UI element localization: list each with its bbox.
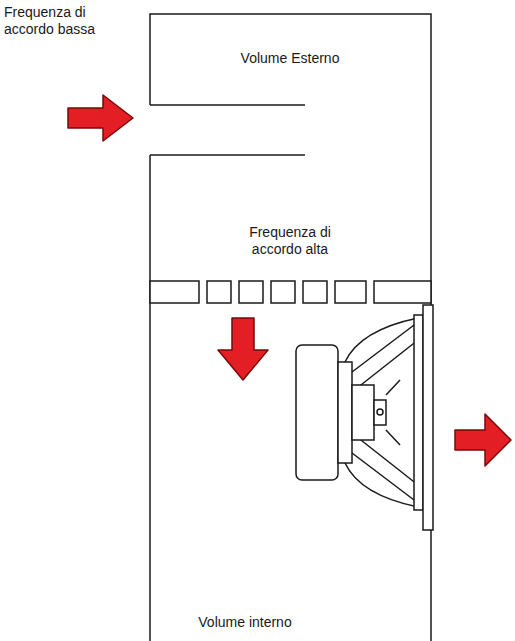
speaker-driver xyxy=(296,305,433,530)
chamber-label: Volume interno xyxy=(155,614,335,631)
flow-arrows xyxy=(68,95,511,466)
enclosure-walls xyxy=(150,14,431,641)
port-tuning-label: Frequenza di accordo bassa xyxy=(4,4,96,38)
perforated-divider xyxy=(150,281,431,303)
divider-tuning-label: Frequenza di accordo alta xyxy=(230,224,350,258)
arrow-divider xyxy=(218,318,268,380)
arrow-speaker xyxy=(455,414,511,466)
chamber-label: Volume Esterno xyxy=(190,50,390,67)
arrow-port xyxy=(68,95,133,141)
